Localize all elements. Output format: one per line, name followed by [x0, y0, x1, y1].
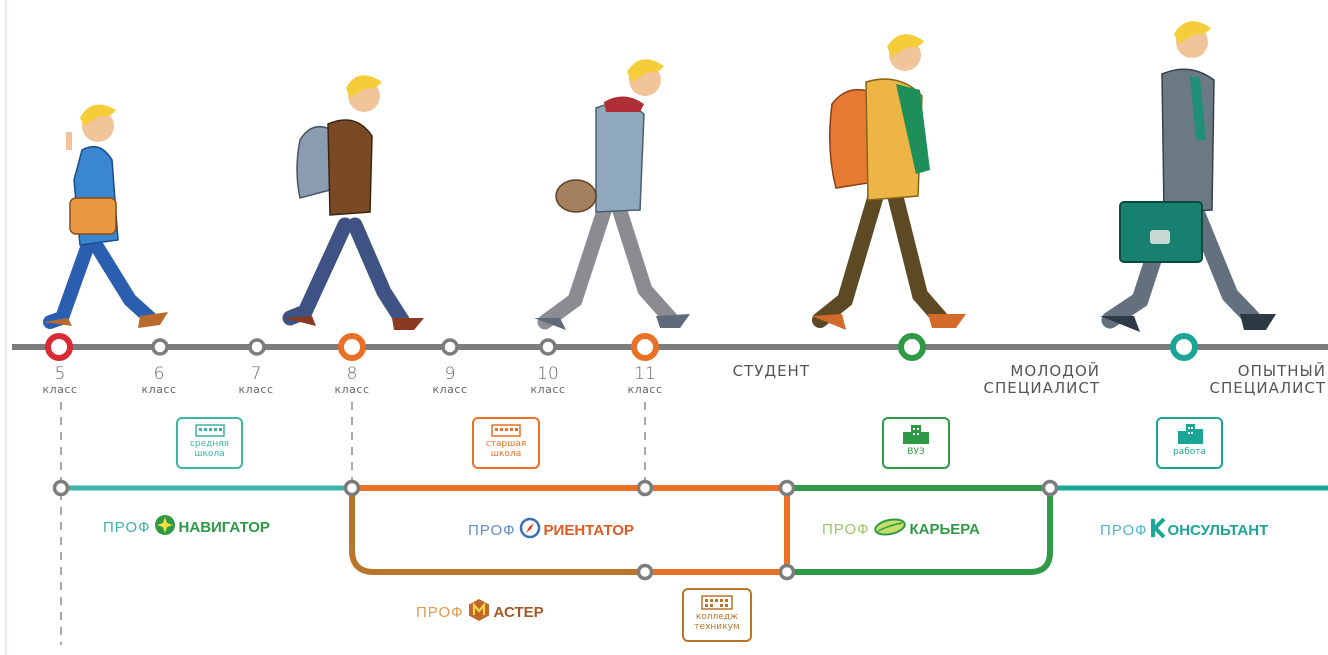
tick-unit: класс	[334, 383, 370, 396]
tick-unit: класс	[627, 383, 663, 396]
stage-label-line: МОЛОДОЙ	[1010, 362, 1100, 380]
timeline-marker-specialist	[1170, 333, 1198, 361]
tick-label-grade6: 6 класс	[137, 364, 181, 397]
track-node	[343, 479, 361, 497]
tick-label-grade8: 8 класс	[330, 364, 374, 397]
stage-label-student: СТУДЕНТ	[732, 362, 810, 380]
tick-number: 9	[444, 364, 456, 384]
stage-label-line: СПЕЦИАЛИСТ	[1209, 379, 1326, 397]
program-name: РИЕНТАТОР	[543, 521, 634, 539]
track-orientator	[352, 485, 790, 575]
program-name: ОНСУЛЬТАНТ	[1167, 521, 1269, 539]
program-navigator: ПРОФ НАВИГАТОР	[103, 514, 270, 541]
walking-person-grade11-icon	[534, 59, 690, 330]
track-node	[52, 479, 70, 497]
hexagon-m-logo-icon	[467, 598, 491, 627]
program-prefix: ПРОФ	[468, 521, 516, 539]
badge-senior-school: старшая школа	[472, 417, 540, 469]
school-building-icon	[491, 424, 521, 437]
track-node	[1041, 479, 1059, 497]
leaf-logo-icon	[873, 517, 907, 542]
badge-text: школа	[490, 449, 522, 459]
walking-person-grade8-icon	[282, 75, 424, 330]
tick-number: 8	[346, 364, 358, 384]
timeline-marker-grade10	[539, 338, 557, 356]
track-master	[349, 488, 645, 575]
tick-unit: класс	[42, 383, 78, 396]
tick-unit: класс	[530, 383, 566, 396]
program-master: ПРОФ АСТЕР	[416, 598, 544, 627]
track-node	[636, 563, 654, 581]
timeline-marker-grade7	[248, 338, 266, 356]
stage-label-young-specialist: МОЛОДОЙ СПЕЦИАЛИСТ	[960, 363, 1100, 397]
badge-secondary-school: средняя школа	[176, 417, 243, 469]
timeline-marker-grade11	[631, 333, 659, 361]
tick-label-grade5: 5 класс	[38, 364, 82, 397]
track-node	[778, 479, 796, 497]
compass-logo-icon	[519, 517, 541, 544]
k-logo-icon	[1149, 517, 1167, 544]
stage-label-line: СПЕЦИАЛИСТ	[983, 379, 1100, 397]
program-name: НАВИГАТОР	[178, 518, 270, 536]
tick-number: 11	[634, 364, 656, 384]
timeline-marker-grade8	[338, 333, 366, 361]
tick-label-grade7: 7 класс	[234, 364, 278, 397]
program-konsultant: ПРОФ ОНСУЛЬТАНТ	[1100, 517, 1268, 544]
timeline-marker-grade5	[45, 333, 73, 361]
badge-text: техникум	[694, 622, 740, 632]
program-name: АСТЕР	[493, 603, 544, 621]
badge-vuz: ВУЗ	[882, 417, 950, 469]
badge-college: колледж техникум	[682, 588, 752, 642]
program-name: КАРЬЕРА	[909, 520, 980, 538]
track-node	[778, 563, 796, 581]
tick-label-grade9: 9 класс	[428, 364, 472, 397]
badge-text: школа	[194, 449, 225, 459]
navigator-logo-icon	[154, 514, 176, 541]
walking-person-specialist-icon	[1100, 21, 1276, 332]
badge-text: ВУЗ	[907, 447, 925, 457]
program-prefix: ПРОФ	[822, 520, 870, 538]
track-karyera	[787, 485, 1053, 575]
tick-number: 7	[250, 364, 262, 384]
badge-work: работа	[1156, 417, 1223, 469]
program-karyera: ПРОФ КАРЬЕРА	[822, 517, 980, 542]
timeline-marker-grade6	[151, 338, 169, 356]
program-prefix: ПРОФ	[1100, 521, 1148, 539]
tick-number: 5	[54, 364, 66, 384]
stage-label-line: ОПЫТНЫЙ	[1237, 362, 1326, 380]
program-prefix: ПРОФ	[103, 518, 151, 536]
tick-number: 10	[537, 364, 559, 384]
badge-text: средняя	[189, 439, 230, 449]
tick-unit: класс	[141, 383, 177, 396]
walking-person-grade5-icon	[43, 104, 168, 329]
program-orientator: ПРОФ РИЕНТАТОР	[468, 517, 634, 544]
tick-unit: класс	[432, 383, 468, 396]
badge-text: колледж	[695, 612, 739, 622]
badge-text: старшая	[485, 439, 527, 449]
timeline-marker-grade9	[441, 338, 459, 356]
tick-label-grade11: 11 класс	[623, 364, 667, 397]
school-building-icon	[194, 424, 225, 437]
walking-person-student-icon	[812, 34, 966, 330]
tick-unit: класс	[238, 383, 274, 396]
tick-number: 6	[153, 364, 165, 384]
badge-text: работа	[1172, 447, 1207, 457]
tick-label-grade10: 10 класс	[526, 364, 570, 397]
office-building-icon	[1177, 424, 1203, 444]
timeline-marker-student	[898, 333, 926, 361]
track-node	[636, 479, 654, 497]
stage-label-experienced-specialist: ОПЫТНЫЙ СПЕЦИАЛИСТ	[1186, 363, 1326, 397]
university-building-icon	[903, 425, 929, 444]
college-building-icon	[701, 595, 733, 610]
program-prefix: ПРОФ	[416, 603, 464, 621]
